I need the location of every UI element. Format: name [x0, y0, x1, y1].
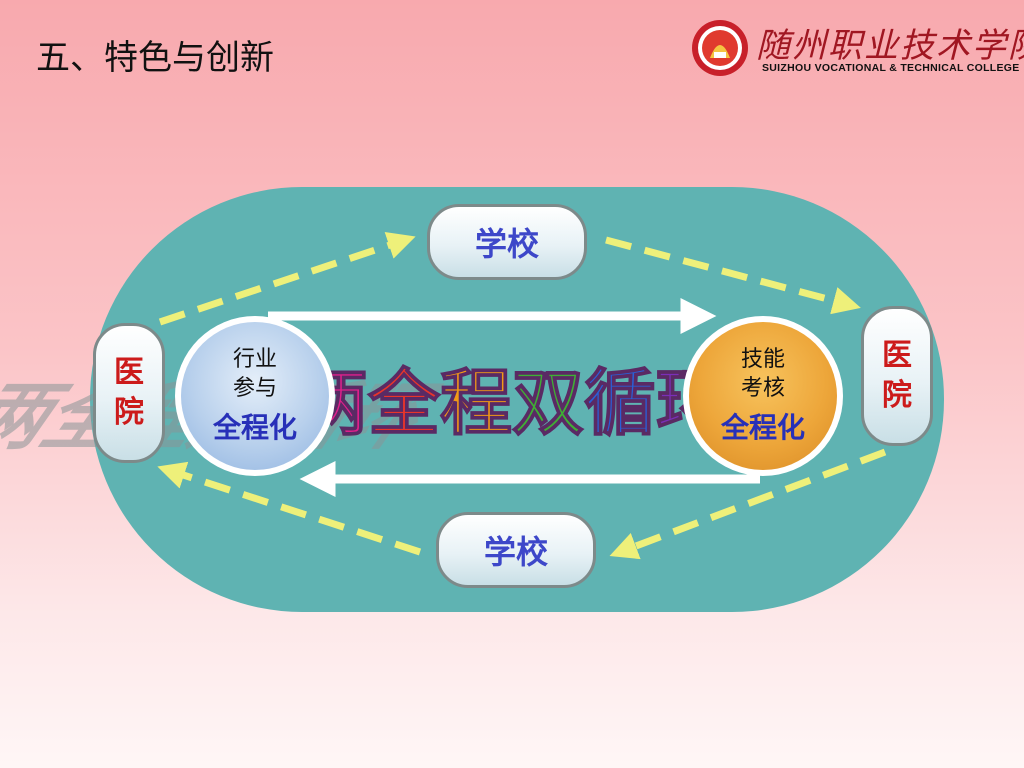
skills-node-circle: 技能 考核 全程化: [689, 322, 837, 470]
dashed-arrow-right-to-bottom: [609, 448, 887, 560]
industry-node-circle: 行业 参与 全程化: [181, 322, 329, 470]
skills-node-line2: 考核: [740, 376, 785, 401]
college-logo: 随州职业技术学院 SUIZHOU VOCATIONAL & TECHNICAL …: [690, 18, 1024, 82]
college-name-en: SUIZHOU VOCATIONAL & TECHNICAL COLLEGE: [762, 62, 1020, 74]
slide-title: 五、特色与创新: [36, 38, 274, 78]
hospital-right-char-2: 院: [882, 378, 912, 413]
dashed-arrow-left-to-top: [158, 232, 416, 326]
skills-node-line3: 全程化: [720, 410, 805, 444]
dashed-arrow-bottom-to-left: [157, 461, 422, 556]
center-title-char: 程: [440, 361, 512, 445]
center-title-char: 双: [512, 361, 584, 445]
school-top-pill: 学校: [427, 204, 587, 280]
center-title-char: 循: [584, 361, 656, 445]
hospital-left-pill: 医 院: [93, 323, 165, 463]
school-bottom-pill: 学校: [436, 512, 596, 588]
skills-node-line1: 技能: [740, 347, 785, 373]
skills-node: 技能 考核 全程化: [683, 316, 843, 476]
industry-node-line3: 全程化: [212, 410, 297, 444]
dashed-arrow-top-to-right: [605, 236, 861, 315]
industry-node: 行业 参与 全程化: [175, 316, 335, 476]
hospital-right-char-1: 医: [882, 337, 912, 373]
school-top-label: 学校: [474, 225, 539, 263]
hospital-right-pill: 医 院: [861, 306, 933, 446]
svg-text:两全程双循环: 两全程双循环: [296, 361, 728, 445]
industry-node-line2: 参与: [232, 376, 277, 401]
center-title-char: 全: [367, 361, 441, 445]
industry-node-line1: 行业: [232, 347, 277, 373]
college-name-cn: 随州职业技术学院: [756, 26, 1024, 66]
hospital-left-char-2: 院: [114, 395, 144, 430]
college-emblem-icon: [692, 20, 748, 76]
hospital-left-char-1: 医: [114, 354, 144, 390]
school-bottom-label: 学校: [483, 533, 548, 571]
